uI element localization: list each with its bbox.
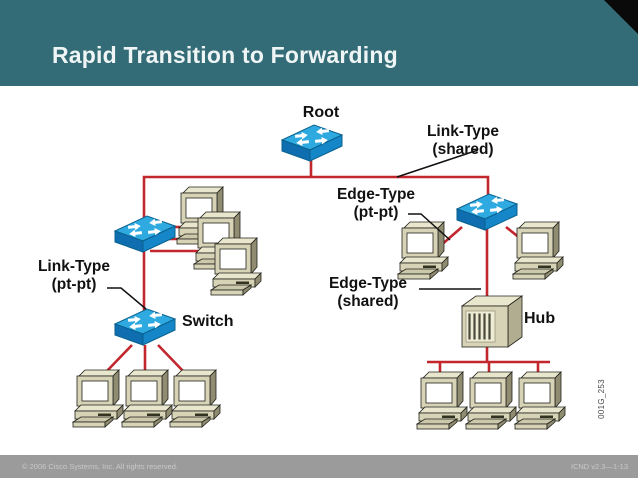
pc-icon — [169, 369, 221, 428]
callout-link-ptpt — [107, 287, 147, 310]
edge-type-shared-line1: Edge-Type — [328, 275, 408, 292]
edge-type-shared-line2: (shared) — [337, 292, 399, 310]
corner-triangle — [604, 0, 638, 34]
access-switch-pc-links — [105, 344, 185, 373]
access-switch-icon — [115, 309, 175, 345]
hub-icon — [460, 294, 524, 349]
slide-number-text: ICND v2.3—1-13 — [570, 462, 628, 471]
link-type-ptpt-line1: Link-Type — [37, 258, 111, 275]
figure-id-watermark: 001G_253 — [596, 379, 606, 419]
pc-icon — [72, 369, 124, 428]
hub-label: Hub — [524, 310, 556, 327]
left-switch-icon — [115, 216, 175, 252]
edge-type-ptpt-line2: (pt-pt) — [353, 203, 399, 221]
corner-triangle-decoration — [604, 0, 638, 34]
callout-lines — [107, 149, 481, 310]
root-switch-icon — [282, 125, 342, 161]
slide-header-bar — [0, 0, 638, 86]
copyright-text: © 2006 Cisco Systems, Inc. All rights re… — [22, 462, 179, 471]
edge-type-ptpt-line1: Edge-Type — [336, 186, 416, 203]
edge-type-shared-label: Edge-Type (shared) — [318, 275, 418, 310]
pc-icon — [465, 371, 517, 430]
pc-icon — [121, 369, 173, 428]
root-label: Root — [302, 104, 340, 121]
link-type-ptpt-line2: (pt-pt) — [51, 275, 97, 293]
link-type-shared-line1: Link-Type — [426, 123, 500, 140]
pc-icon — [512, 221, 564, 280]
link-type-shared-label: Link-Type (shared) — [408, 123, 518, 158]
callout-link-shared — [396, 149, 479, 178]
pc-icon — [514, 371, 566, 430]
link-type-shared-line2: (shared) — [432, 140, 494, 158]
edge-type-ptpt-label: Edge-Type (pt-pt) — [328, 186, 424, 221]
edge-switch-icon — [457, 194, 517, 230]
footer-bar: © 2006 Cisco Systems, Inc. All rights re… — [0, 455, 638, 478]
pc-icon — [416, 371, 468, 430]
pc-icon — [210, 237, 262, 296]
slide-title: Rapid Transition to Forwarding — [52, 42, 398, 68]
callout-edge-ptpt — [408, 213, 451, 241]
link-type-ptpt-label: Link-Type (pt-pt) — [26, 258, 122, 293]
switch-label: Switch — [182, 313, 234, 330]
